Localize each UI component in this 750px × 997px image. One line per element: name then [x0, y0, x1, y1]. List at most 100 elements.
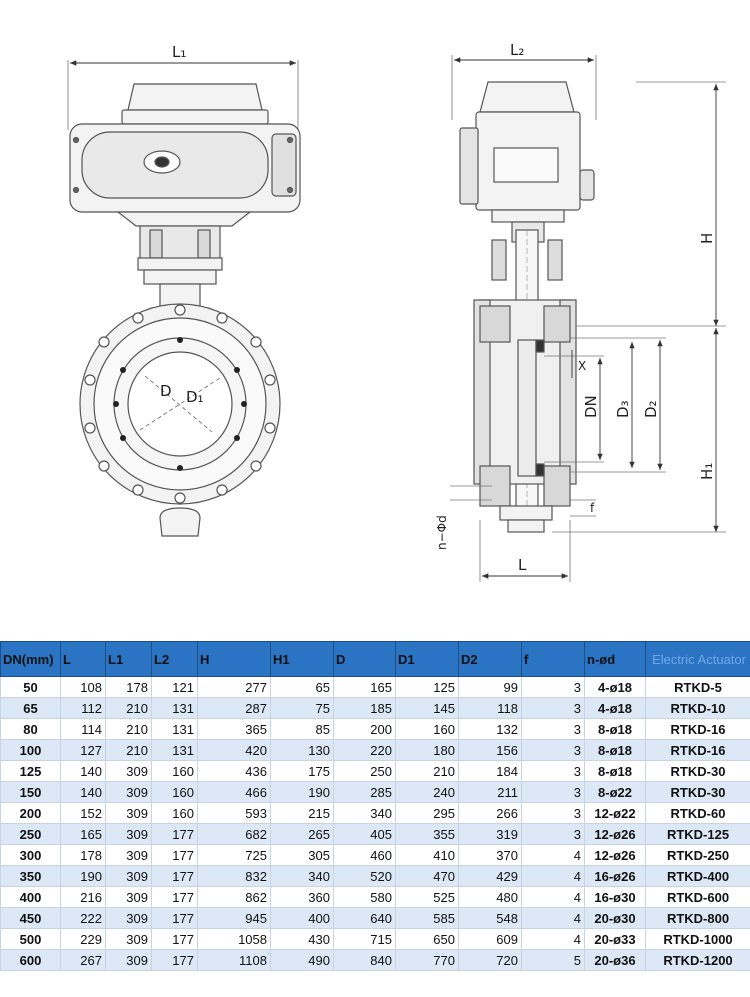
table-cell: 309 [105, 886, 152, 908]
table-cell: 12-ø22 [584, 802, 646, 824]
front-view [67, 60, 301, 537]
table-cell: 945 [197, 907, 271, 929]
table-cell: 4 [521, 865, 585, 887]
table-cell: 309 [105, 907, 152, 929]
table-cell: 4-ø18 [584, 676, 646, 698]
table-cell: 132 [458, 718, 522, 740]
table-cell: 4 [521, 907, 585, 929]
table-cell: 118 [458, 697, 522, 719]
table-cell: 75 [270, 697, 334, 719]
table-cell: RTKD-30 [645, 781, 750, 803]
side-view [450, 55, 726, 582]
col-d2: D2 [458, 641, 522, 677]
col-h1: H1 [270, 641, 334, 677]
table-cell: 85 [270, 718, 334, 740]
table-cell: 436 [197, 760, 271, 782]
label-n-phi-d: n−Φd [435, 515, 449, 550]
table-cell: 287 [197, 697, 271, 719]
table-cell: 370 [458, 844, 522, 866]
table-cell: 3 [521, 823, 585, 845]
table-cell: 295 [395, 802, 459, 824]
table-cell: 165 [60, 823, 106, 845]
table-cell: 177 [151, 886, 198, 908]
table-cell: 12-ø26 [584, 844, 646, 866]
technical-drawing: L₁ L₂ D D₁ H H₁ D₂ D₃ DN X f L n−Φd [67, 41, 726, 582]
table-cell: 145 [395, 697, 459, 719]
table-cell: 309 [105, 865, 152, 887]
col-d1: D1 [395, 641, 459, 677]
table-cell: 3 [521, 760, 585, 782]
table-cell: RTKD-800 [645, 907, 750, 929]
col-electric-actuator: Electric Actuator [645, 641, 750, 677]
table-cell: 593 [197, 802, 271, 824]
valve-drawing-svg: L₁ L₂ D D₁ H H₁ D₂ D₃ DN X f L n−Φd [67, 41, 726, 582]
table-cell: 222 [60, 907, 106, 929]
table-cell: 16-ø30 [584, 886, 646, 908]
table-cell: RTKD-16 [645, 739, 750, 761]
table-cell: 20-ø30 [584, 907, 646, 929]
table-cell: RTKD-1000 [645, 928, 750, 950]
table-cell: 185 [333, 697, 396, 719]
table-cell: 429 [458, 865, 522, 887]
table-cell: 125 [395, 676, 459, 698]
table-cell: 720 [458, 949, 522, 971]
table-cell: 140 [60, 781, 106, 803]
table-cell: 309 [105, 823, 152, 845]
table-cell: 266 [458, 802, 522, 824]
table-cell: 131 [151, 697, 198, 719]
col-f: f [521, 641, 585, 677]
col-l2: L2 [151, 641, 198, 677]
table-cell: 8-ø22 [584, 781, 646, 803]
table-cell: 114 [60, 718, 106, 740]
table-cell: 862 [197, 886, 271, 908]
table-cell: 127 [60, 739, 106, 761]
table-cell: 277 [197, 676, 271, 698]
table-cell: 211 [458, 781, 522, 803]
table-cell: RTKD-1200 [645, 949, 750, 971]
label-f: f [590, 501, 595, 515]
table-cell: 640 [333, 907, 396, 929]
table-cell: 152 [60, 802, 106, 824]
table-cell: 4 [521, 928, 585, 950]
table-cell: 609 [458, 928, 522, 950]
col-d: D [333, 641, 396, 677]
table-cell: 490 [270, 949, 334, 971]
table-cell: 410 [395, 844, 459, 866]
table-cell: 1058 [197, 928, 271, 950]
table-cell: 319 [458, 823, 522, 845]
label-dn: DN [582, 395, 600, 418]
table-cell: 3 [521, 697, 585, 719]
table-cell: 309 [105, 928, 152, 950]
label-d1: D₁ [186, 388, 204, 406]
label-d3: D₃ [614, 400, 632, 418]
table-cell: 466 [197, 781, 271, 803]
table-cell: RTKD-5 [645, 676, 750, 698]
label-x: X [578, 359, 586, 373]
table-cell: 65 [0, 697, 61, 719]
table-cell: 725 [197, 844, 271, 866]
table-cell: 400 [270, 907, 334, 929]
table-cell: 5 [521, 949, 585, 971]
table-cell: 770 [395, 949, 459, 971]
spec-table: DN(mm) L L1 L2 H H1 D D1 D2 f n-ød Elect… [0, 641, 750, 971]
table-cell: 520 [333, 865, 396, 887]
table-cell: 216 [60, 886, 106, 908]
table-cell: RTKD-16 [645, 718, 750, 740]
table-cell: 365 [197, 718, 271, 740]
table-cell: 309 [105, 781, 152, 803]
label-h1: H₁ [698, 463, 716, 480]
table-cell: 12-ø26 [584, 823, 646, 845]
table-cell: 165 [333, 676, 396, 698]
table-cell: 160 [151, 781, 198, 803]
table-cell: 305 [270, 844, 334, 866]
table-cell: 210 [105, 697, 152, 719]
table-cell: 125 [0, 760, 61, 782]
col-dn: DN(mm) [0, 641, 61, 677]
table-cell: 355 [395, 823, 459, 845]
table-cell: 267 [60, 949, 106, 971]
label-l: L [518, 556, 527, 574]
